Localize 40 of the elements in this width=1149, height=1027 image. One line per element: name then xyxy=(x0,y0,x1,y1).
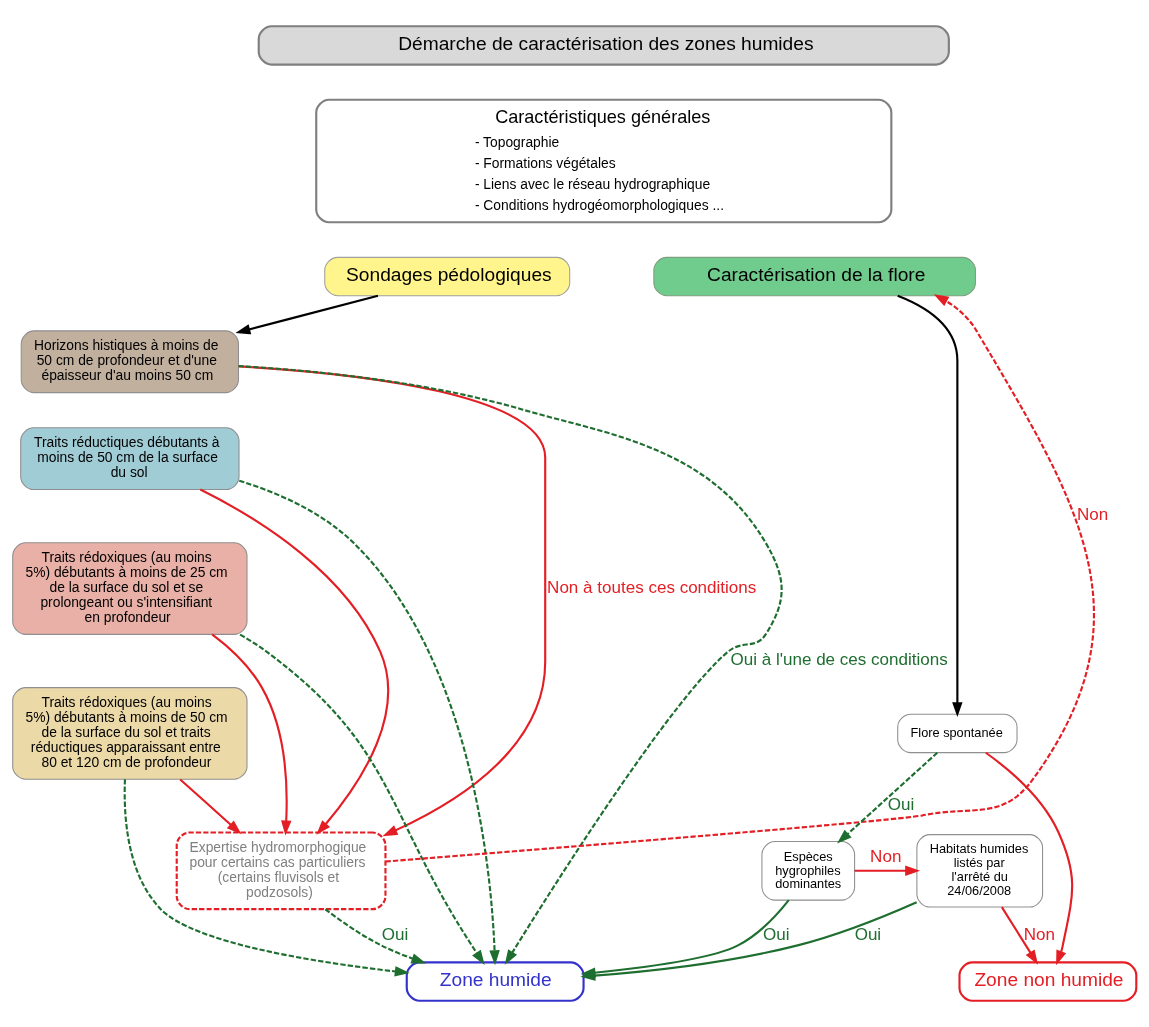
arrow xyxy=(238,365,783,965)
edge-label: Oui xyxy=(854,924,882,944)
arrow xyxy=(385,294,1095,863)
arrow xyxy=(235,294,379,335)
node-box: Flore spontanée xyxy=(897,713,1018,754)
arrow xyxy=(854,865,921,877)
node-box: Traits rédoxiques (au moins 5%) débutants à moins de 50 cm de la surface du sol et traits réductiques apparaissant entre 80 et 120 cm de profondeur xyxy=(12,687,248,780)
arrow xyxy=(179,778,242,835)
edge-label: Oui xyxy=(887,794,915,814)
arrow xyxy=(199,488,389,835)
arrow xyxy=(238,365,547,837)
node-box: Espèces hygrophiles dominantes xyxy=(761,841,856,901)
edge-label: Non xyxy=(870,847,902,867)
node-box: Habitats humides listés par l'arrêté du 24/06/2008 xyxy=(916,834,1044,908)
arrow xyxy=(238,479,500,966)
node-box: Caractéristiques générales - Topographie - Formations végétales - Liens avec le réseau hydrographique - Conditions hydrogéomorphologiques ... xyxy=(315,98,893,224)
node-box: Zone humide xyxy=(405,961,585,1002)
arrow xyxy=(211,633,292,836)
node-box: Démarche de caractérisation des zones humides xyxy=(257,25,950,66)
node-box: Caractérisation de la flore xyxy=(653,256,976,297)
edge-label: Oui xyxy=(763,924,790,944)
arrow xyxy=(324,908,427,964)
node-box: Traits rédoxiques (au moins 5%) débutants à moins de 25 cm de la surface du sol et se prolongeant ou s'intensifiant en profondeur xyxy=(12,542,248,635)
arrow xyxy=(897,294,963,718)
edge-label: Non à toutes ces conditions xyxy=(547,577,757,597)
arrow xyxy=(1000,906,1039,965)
node-box: Sondages pédologiques xyxy=(324,256,571,297)
edge-label: Oui à l'une de ces conditions xyxy=(730,650,948,670)
node-box: Zone non humide xyxy=(958,961,1138,1002)
arrow xyxy=(837,751,938,844)
edge-label: Non xyxy=(1023,924,1055,944)
node-box: Horizons histiques à moins de 50 cm de profondeur et d'une épaisseur d'au moins 50 cm xyxy=(20,330,240,394)
node-box: Traits réductiques débutants à moins de 50 cm de la surface du sol xyxy=(20,427,240,491)
arrow xyxy=(580,899,790,978)
node-box: Expertise hydromorphogique pour certains cas particuliers (certains fluvisols et podzosols) xyxy=(175,831,387,911)
edge-label: Non xyxy=(1077,505,1109,525)
edge-label: Oui xyxy=(381,924,409,944)
arrow xyxy=(985,751,1074,966)
arrow xyxy=(239,633,485,965)
arrow xyxy=(123,779,410,977)
